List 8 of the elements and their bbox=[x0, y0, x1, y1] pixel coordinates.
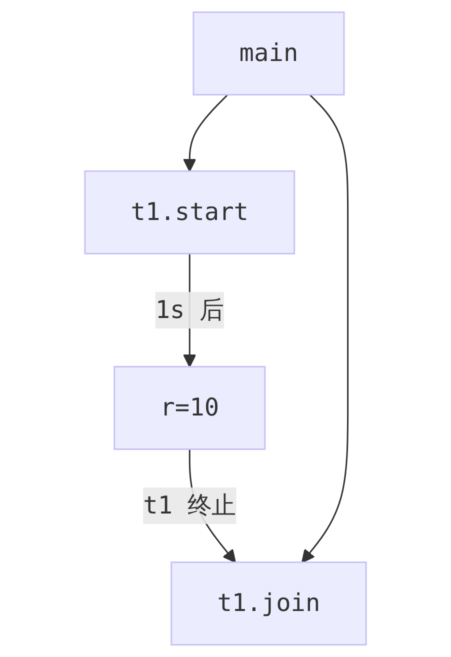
edge-label: t1 终止 bbox=[143, 490, 236, 520]
node-box: t1.start bbox=[84, 170, 296, 254]
edge-label: 1s 后 bbox=[155, 294, 224, 324]
arrow bbox=[182, 94, 228, 172]
arrow bbox=[301, 94, 349, 563]
node-box: r=10 bbox=[114, 366, 266, 450]
node-box: t1.join bbox=[170, 562, 367, 646]
node-box: main bbox=[192, 11, 345, 96]
